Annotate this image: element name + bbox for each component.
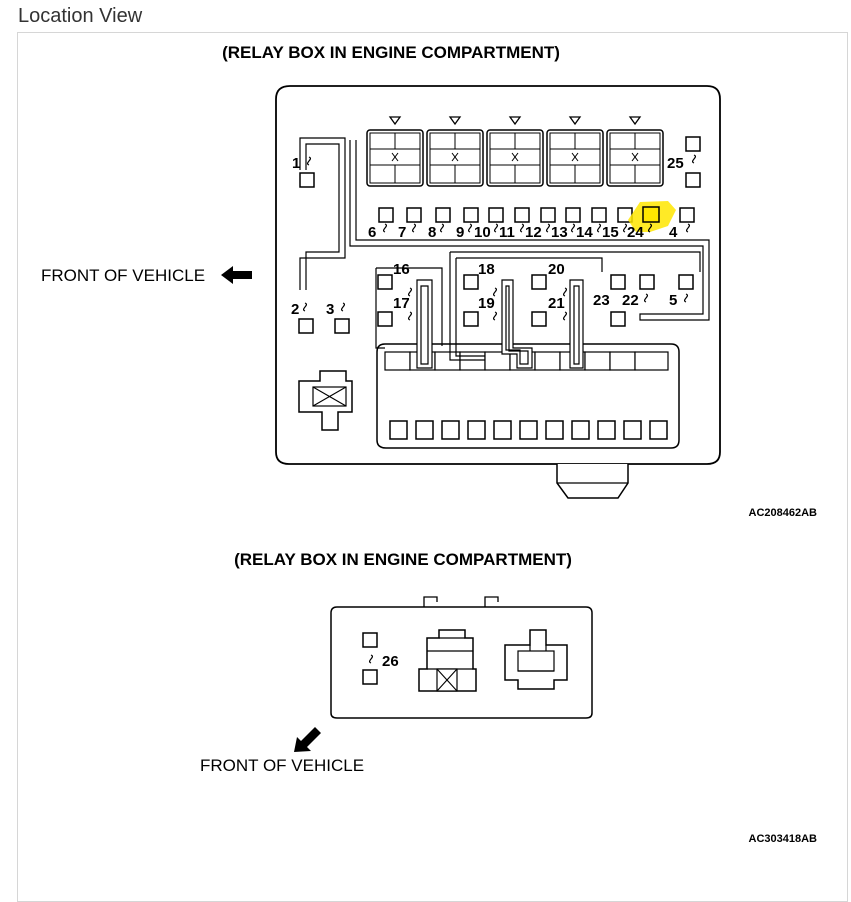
- connector-bottom-cells: [389, 420, 668, 440]
- label-6: 6: [368, 224, 376, 241]
- label-26: 26: [382, 653, 399, 670]
- wire-fuse-row: [349, 140, 710, 321]
- label-17: 17: [393, 295, 410, 312]
- label-2: 2: [291, 301, 299, 318]
- relay-2: [418, 629, 477, 692]
- label-7: 7: [398, 224, 406, 241]
- page-heading: Location View: [18, 5, 143, 27]
- side-connector: [298, 370, 353, 431]
- front-of-vehicle-label-2: FRONT OF VEHICLE: [200, 756, 364, 775]
- label-24: 24: [627, 224, 644, 241]
- bottom-tab: [556, 464, 629, 499]
- arrow-left-icon: [221, 266, 252, 284]
- relay-row: [366, 129, 664, 187]
- label-23: 23: [593, 292, 610, 309]
- label-8: 8: [428, 224, 436, 241]
- label-3: 3: [326, 301, 334, 318]
- label-15: 15: [602, 224, 619, 241]
- connector-wires: [375, 251, 701, 369]
- label-19: 19: [478, 295, 495, 312]
- diagram2-title: (RELAY BOX IN ENGINE COMPARTMENT): [234, 550, 572, 569]
- label-9: 9: [456, 224, 464, 241]
- diagram1-title: (RELAY BOX IN ENGINE COMPARTMENT): [222, 43, 560, 62]
- front-of-vehicle-label-1: FRONT OF VEHICLE: [41, 266, 205, 285]
- label-10: 10: [474, 224, 491, 241]
- relay-box-diagram-bottom: (RELAY BOX IN ENGINE COMPARTMENT) 26 FRO…: [200, 550, 817, 845]
- fuse-labels: 1 2 3 4 5 6 7 8 9 10 11 12 13 14 15 16 1…: [291, 155, 684, 318]
- label-13: 13: [551, 224, 568, 241]
- label-14: 14: [576, 224, 593, 241]
- connector-2: [504, 629, 568, 690]
- label-25: 25: [667, 155, 684, 172]
- figure-code-2: AC303418AB: [749, 833, 818, 845]
- label-20: 20: [548, 261, 565, 278]
- wire-1-2: [299, 137, 346, 290]
- label-16: 16: [393, 261, 410, 278]
- figure-code-1: AC208462AB: [749, 507, 818, 519]
- triangle-down-icon: [388, 116, 642, 126]
- label-1: 1: [292, 155, 300, 172]
- arrow-down-left-icon: [294, 727, 321, 752]
- label-22: 22: [622, 292, 639, 309]
- label-12: 12: [525, 224, 542, 241]
- label-11: 11: [499, 224, 515, 241]
- label-21: 21: [548, 295, 565, 312]
- label-4: 4: [669, 224, 678, 241]
- relay-box-diagram-top: (RELAY BOX IN ENGINE COMPARTMENT): [41, 43, 817, 519]
- label-18: 18: [478, 261, 495, 278]
- label-5: 5: [669, 292, 677, 309]
